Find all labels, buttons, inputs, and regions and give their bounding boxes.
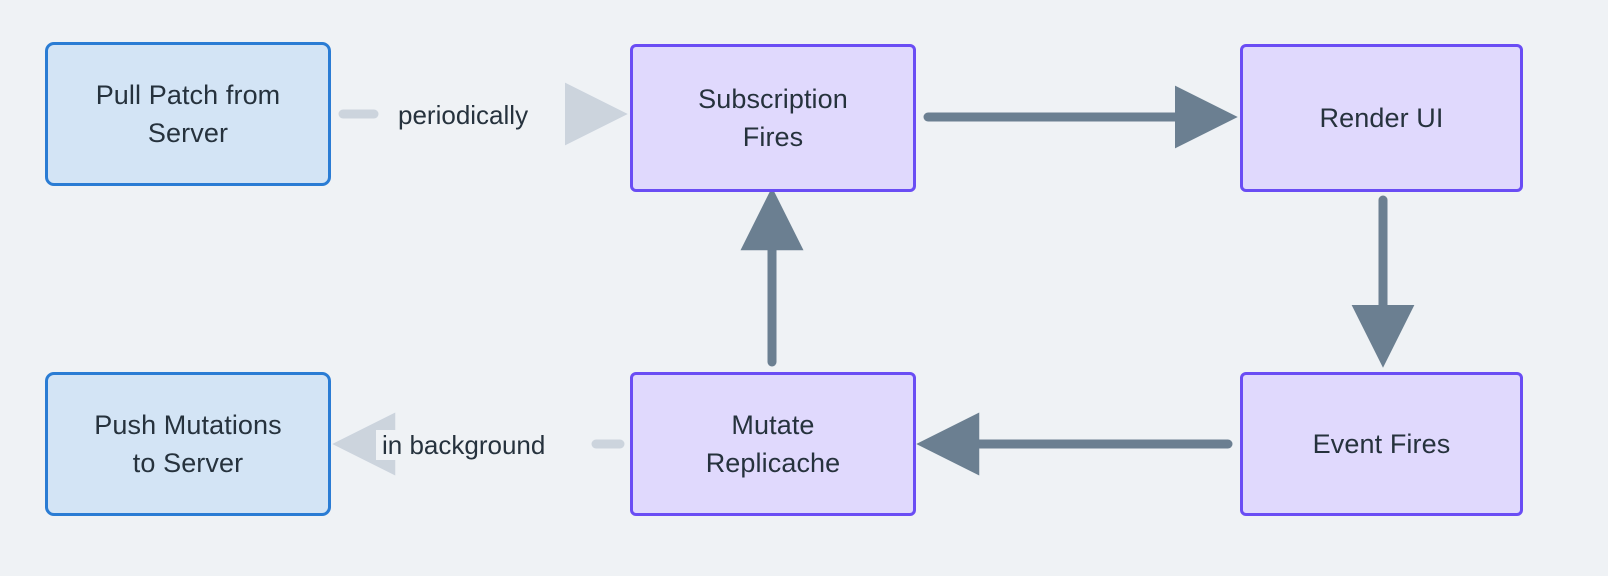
node-pull-patch-from-server[interactable]: Pull Patch from Server [45, 42, 331, 186]
edge-label-periodically: periodically [392, 100, 535, 130]
node-mutate-replicache[interactable]: Mutate Replicache [630, 372, 916, 516]
node-event-fires[interactable]: Event Fires [1240, 372, 1523, 516]
node-label: Mutate Replicache [705, 409, 841, 478]
node-push-mutations-to-server[interactable]: Push Mutations to Server [45, 372, 331, 516]
node-render-ui[interactable]: Render UI [1240, 44, 1523, 192]
edge-label-in-background: in background [376, 430, 552, 460]
node-label: Subscription Fires [698, 83, 848, 152]
node-label: Push Mutations to Server [94, 409, 282, 478]
node-label: Render UI [1319, 102, 1444, 133]
node-label: Pull Patch from Server [95, 79, 281, 148]
node-subscription-fires[interactable]: Subscription Fires [630, 44, 916, 192]
node-label: Event Fires [1312, 428, 1451, 459]
